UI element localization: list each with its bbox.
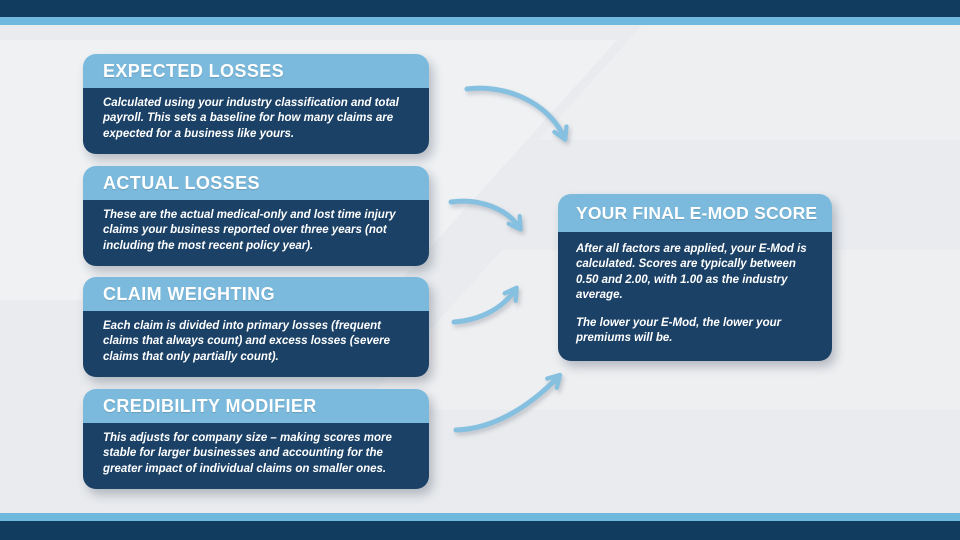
card-title: CREDIBILITY MODIFIER (103, 395, 317, 416)
card-header: ACTUAL LOSSES (83, 166, 429, 200)
flow-arrow-4 (453, 372, 563, 433)
card-final-emod-score: YOUR FINAL E-MOD SCORE After all factors… (558, 194, 832, 361)
flow-arrow-2 (448, 198, 523, 232)
result-paragraph: After all factors are applied, your E-Mo… (576, 243, 807, 301)
card-actual-losses: ACTUAL LOSSES These are the actual medic… (83, 166, 429, 266)
card-title: EXPECTED LOSSES (103, 60, 285, 81)
bottom-navy-bar (0, 521, 960, 540)
flow-arrow-1 (464, 85, 569, 142)
card-header: CLAIM WEIGHTING (83, 277, 429, 311)
card-body-text: Each claim is divided into primary losse… (83, 311, 429, 377)
card-title: CLAIM WEIGHTING (103, 283, 275, 304)
card-header: EXPECTED LOSSES (83, 54, 429, 88)
card-body-text: This adjusts for company size – making s… (83, 423, 429, 489)
card-header: CREDIBILITY MODIFIER (83, 389, 429, 423)
card-title: ACTUAL LOSSES (103, 172, 260, 193)
card-expected-losses: EXPECTED LOSSES Calculated using your in… (83, 54, 429, 154)
card-header: YOUR FINAL E-MOD SCORE (558, 194, 832, 232)
bottom-accent-bar (0, 513, 960, 521)
top-navy-bar (0, 0, 960, 17)
card-body-text: Calculated using your industry classific… (83, 88, 429, 154)
card-credibility-modifier: CREDIBILITY MODIFIER This adjusts for co… (83, 389, 429, 489)
card-body-text: These are the actual medical-only and lo… (83, 200, 429, 266)
result-paragraph: The lower your E-Mod, the lower your pre… (576, 317, 782, 345)
flow-arrow-3 (451, 285, 519, 325)
card-body-text: After all factors are applied, your E-Mo… (558, 232, 832, 361)
card-title: YOUR FINAL E-MOD SCORE (576, 202, 818, 223)
top-accent-bar (0, 17, 960, 25)
card-claim-weighting: CLAIM WEIGHTING Each claim is divided in… (83, 277, 429, 377)
